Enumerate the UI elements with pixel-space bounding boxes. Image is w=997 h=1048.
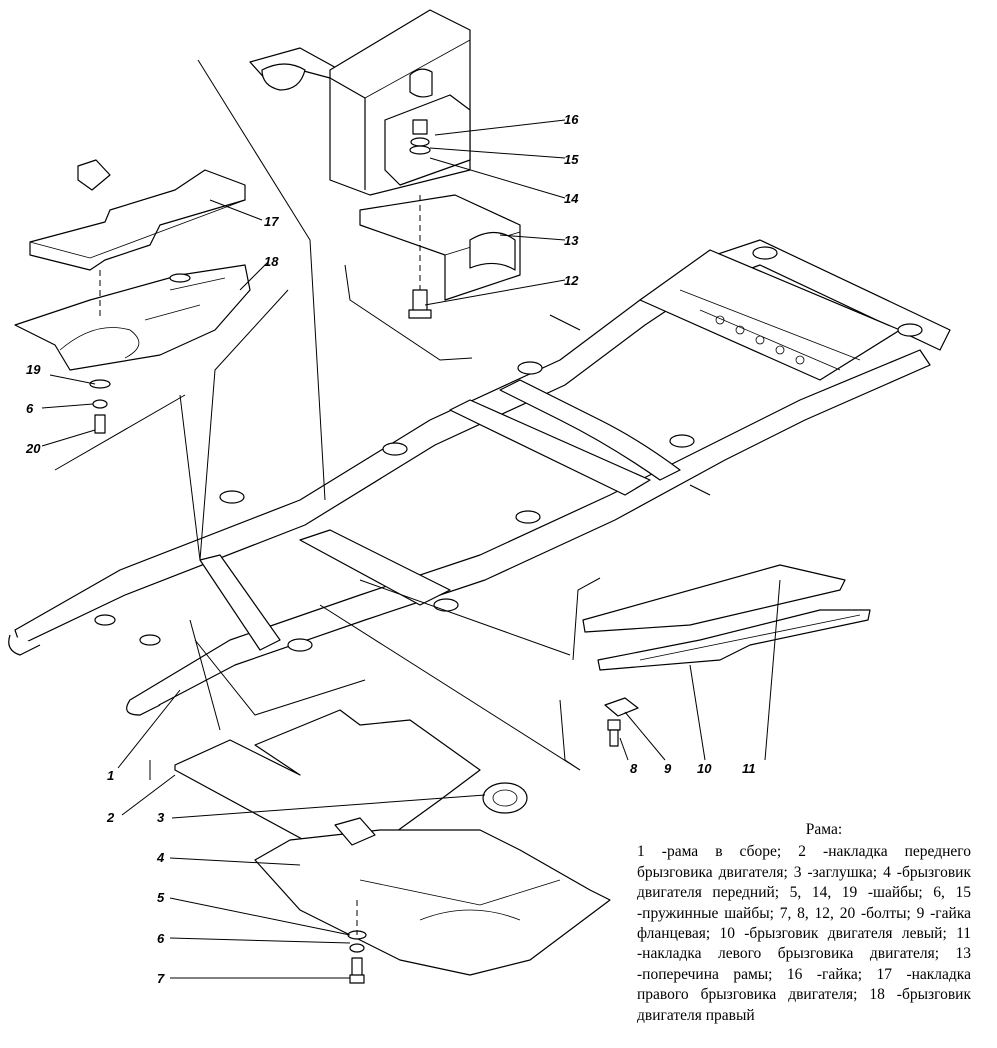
nut-washers-14-15-16 — [409, 119, 431, 155]
callout-6-top: 6 — [26, 401, 34, 416]
callout-1: 1 — [107, 768, 114, 783]
crossmember-13 — [359, 194, 521, 301]
guide-lines — [54, 59, 601, 935]
callout-5: 5 — [157, 890, 165, 905]
left-shield-10 — [597, 609, 871, 671]
callout-20: 20 — [25, 441, 41, 456]
front-shield-4 — [254, 817, 611, 976]
right-shield-18 — [14, 264, 251, 371]
callout-7: 7 — [157, 971, 165, 986]
callout-4: 4 — [156, 850, 165, 865]
callout-2: 2 — [106, 810, 115, 825]
callout-15: 15 — [564, 152, 579, 167]
bolt-20-group — [89, 379, 111, 434]
callout-10: 10 — [697, 761, 712, 776]
callout-14: 14 — [564, 191, 579, 206]
callout-9: 9 — [664, 761, 672, 776]
callout-19: 19 — [26, 362, 41, 377]
callout-8: 8 — [630, 761, 638, 776]
callout-12: 12 — [564, 273, 579, 288]
caption-text: 1 -рама в сборе; 2 -накладка переднего б… — [637, 843, 971, 1024]
callout-3: 3 — [157, 810, 165, 825]
callout-18: 18 — [264, 254, 279, 269]
crossmember-bracket — [249, 9, 471, 196]
figure-caption: Рама: 1 -рама в сборе; 2 -накладка перед… — [637, 820, 971, 1026]
right-shield-pad-17 — [29, 159, 246, 271]
bolt-8-nut-9 — [604, 697, 639, 747]
frame-assembly-1 — [8, 239, 951, 716]
bolt-12 — [408, 289, 432, 319]
callout-labels: 16 15 14 13 12 17 18 19 6 20 1 2 3 4 5 6… — [25, 112, 756, 986]
plug-3 — [482, 782, 528, 814]
callout-16: 16 — [564, 112, 579, 127]
callout-6-bottom: 6 — [157, 931, 165, 946]
leader-lines — [41, 119, 781, 979]
callout-11: 11 — [742, 761, 756, 776]
caption-title: Рама: — [805, 821, 843, 838]
callout-17: 17 — [264, 214, 279, 229]
callout-13: 13 — [564, 233, 579, 248]
